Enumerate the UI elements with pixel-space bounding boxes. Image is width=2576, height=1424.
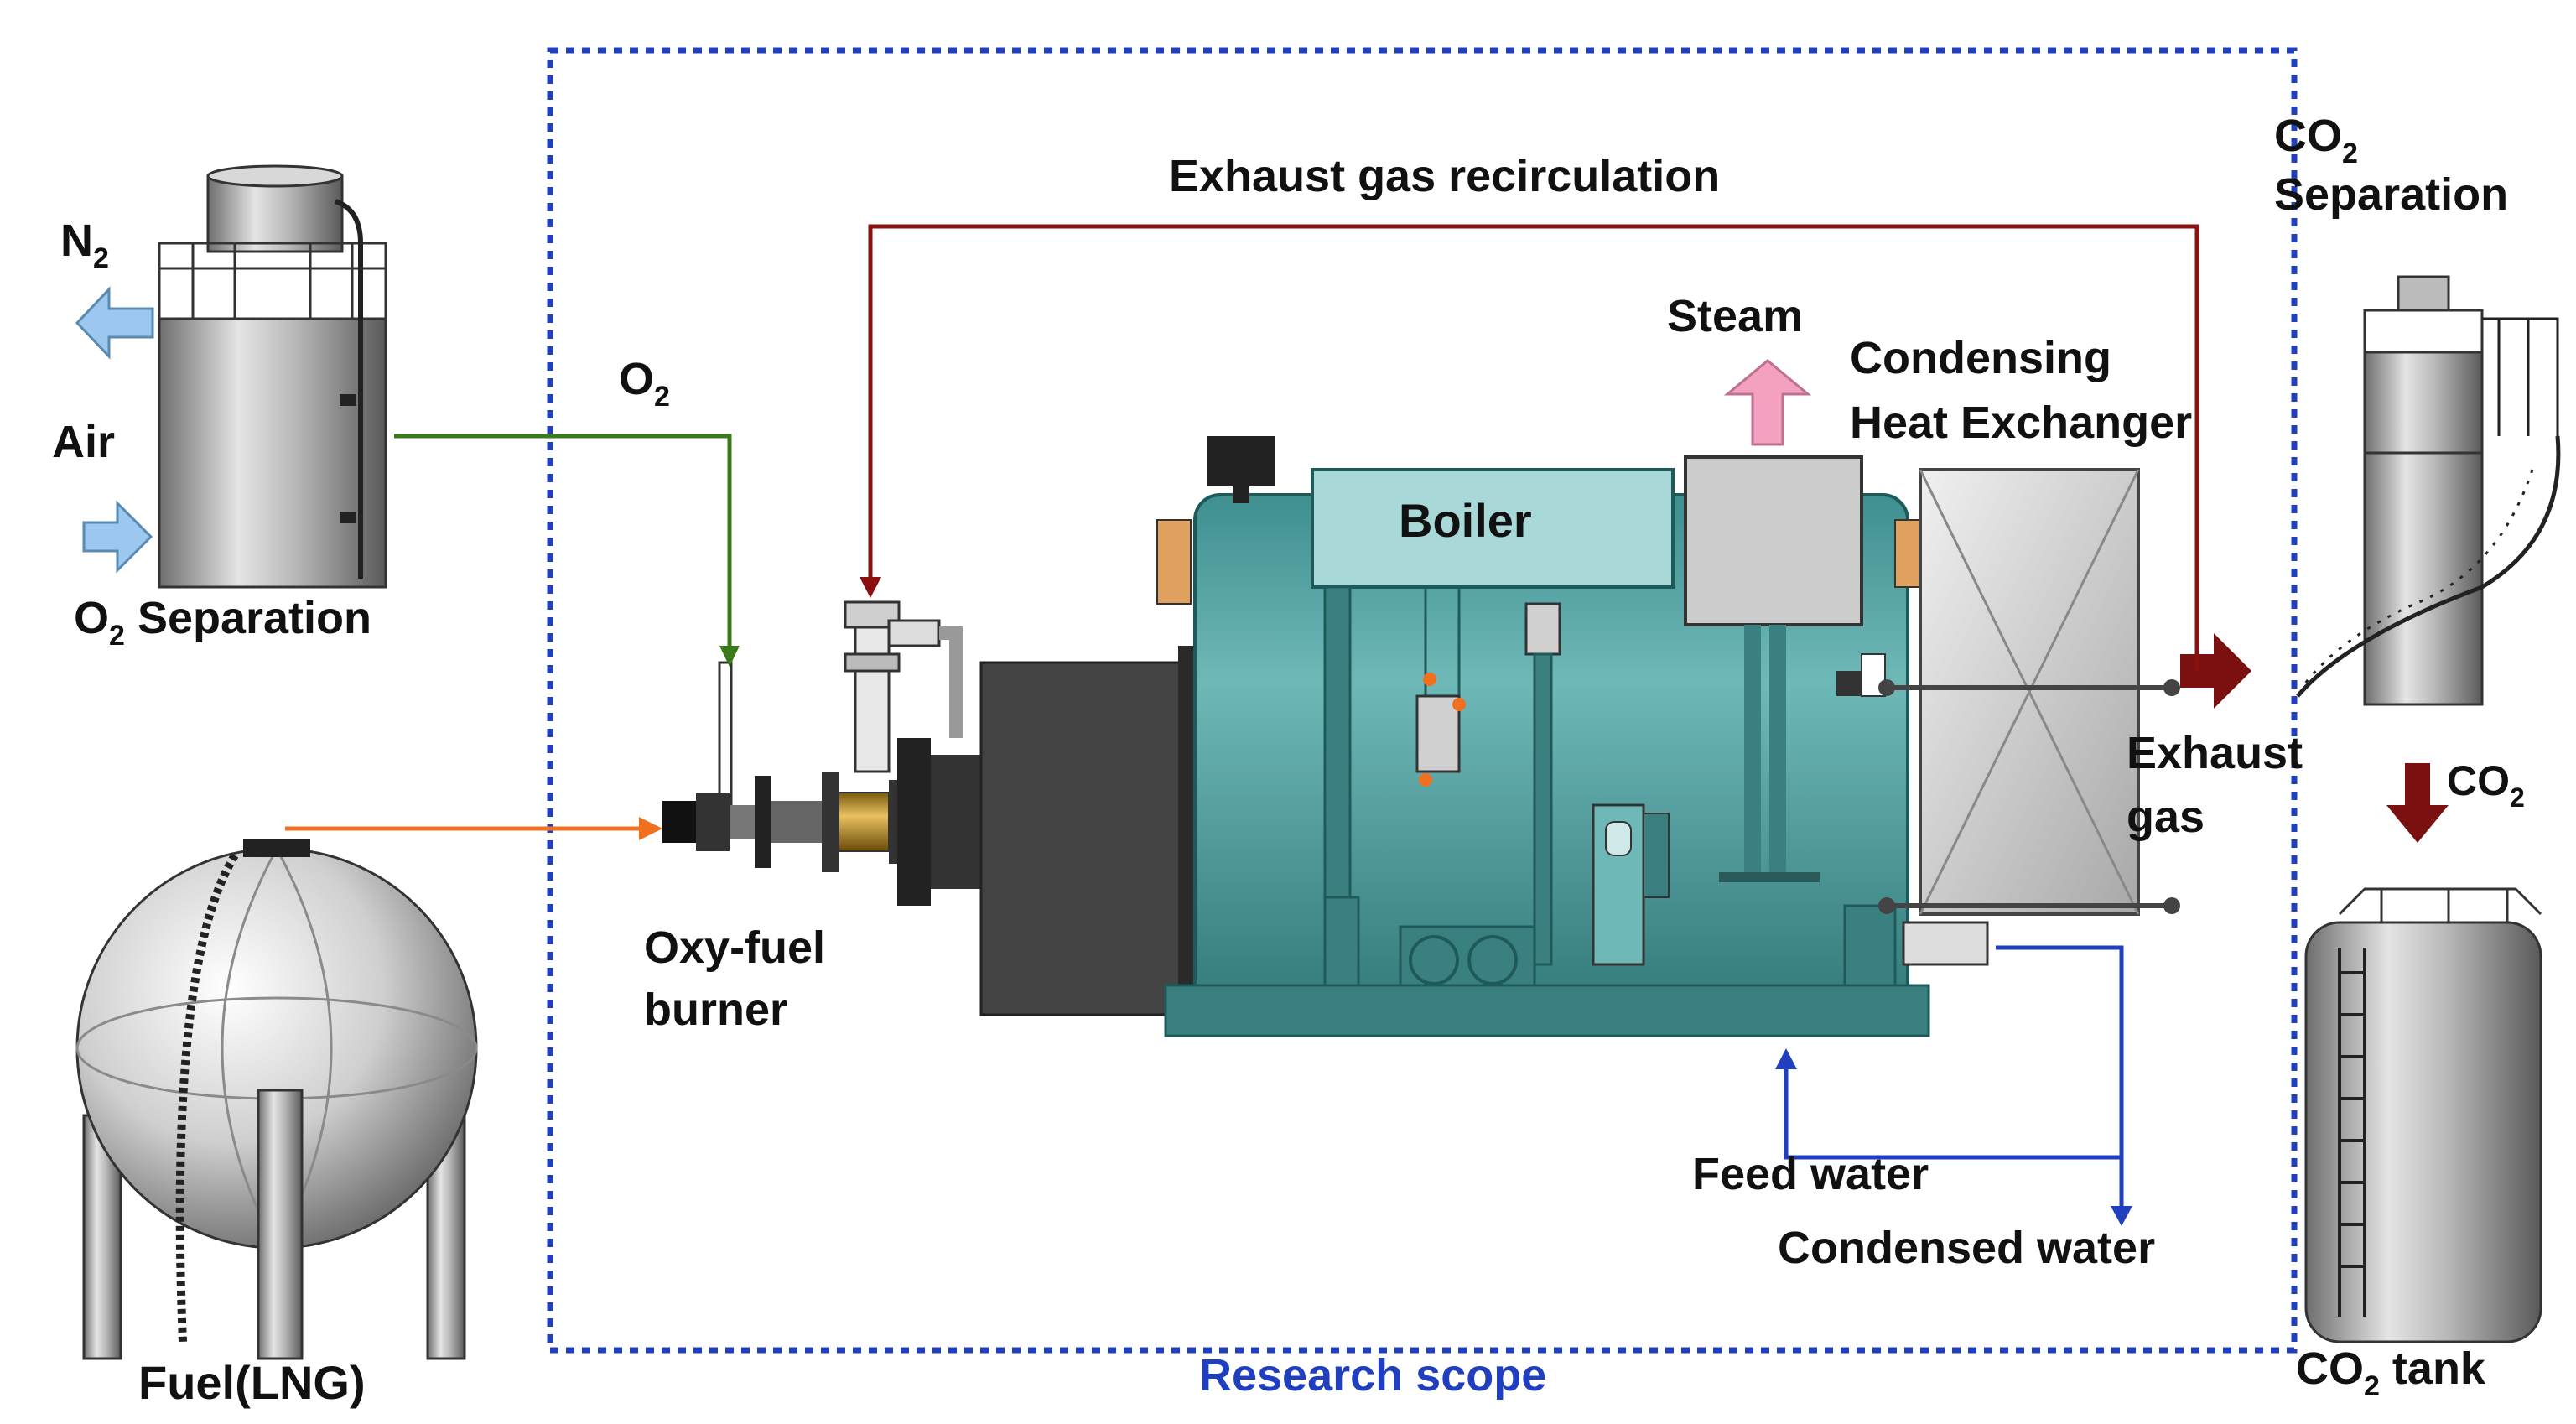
boiler-unit [897, 436, 1930, 1037]
o2-separation-label: O2 Separation [74, 593, 371, 652]
exhaust-gas-arrow [2180, 633, 2251, 709]
o2-line-label: O2 [619, 354, 670, 413]
oxy-fuel-label-line2: burner [644, 985, 787, 1035]
exhaust-gas-label-line2: gas [2127, 792, 2205, 842]
oxy-fuel-burner [662, 661, 906, 872]
steam-label: Steam [1667, 291, 1803, 341]
steam-up-arrow [1723, 359, 1812, 446]
boiler-label: Boiler [1399, 494, 1532, 547]
recirculation-valve [844, 600, 963, 773]
condensed-water-label: Condensed water [1778, 1223, 2155, 1273]
exhaust-recirculation-line [868, 224, 2199, 671]
n2-label: N2 [60, 216, 109, 274]
co2-separation-label-line2: Separation [2274, 169, 2508, 220]
o2-separation-tower [158, 164, 387, 589]
co2-arrow-label: CO2 [2447, 757, 2525, 813]
air-in-arrow [82, 500, 153, 574]
research-scope-border [547, 47, 2298, 1354]
o2-supply-line [394, 434, 732, 654]
condensing-label-line1: Condensing [1850, 333, 2111, 383]
co2-separation-label-line1: CO2 [2274, 111, 2358, 169]
co2-tank-label: CO2 tank [2296, 1343, 2486, 1402]
lng-fuel-sphere [75, 839, 478, 1360]
co2-down-arrow [2386, 763, 2449, 843]
condensing-heat-exchanger [1878, 468, 2180, 966]
n2-out-arrow [75, 286, 154, 360]
oxy-fuel-label-line1: Oxy-fuel [644, 922, 825, 973]
fuel-lng-label: Fuel(LNG) [138, 1356, 366, 1409]
feed-water-line [1784, 1063, 2122, 1160]
feed-water-label: Feed water [1692, 1149, 1929, 1199]
exhaust-gas-label-line1: Exhaust [2127, 728, 2303, 778]
condensed-water-line [1996, 945, 2124, 1212]
co2-tank [2304, 887, 2542, 1343]
research-scope-label: Research scope [1199, 1350, 1546, 1401]
condensing-label-line2: Heat Exchanger [1850, 398, 2192, 448]
air-label: Air [52, 417, 115, 467]
exhaust-recirculation-label: Exhaust gas recirculation [1169, 151, 1720, 201]
co2-separation-tower [2296, 275, 2561, 706]
